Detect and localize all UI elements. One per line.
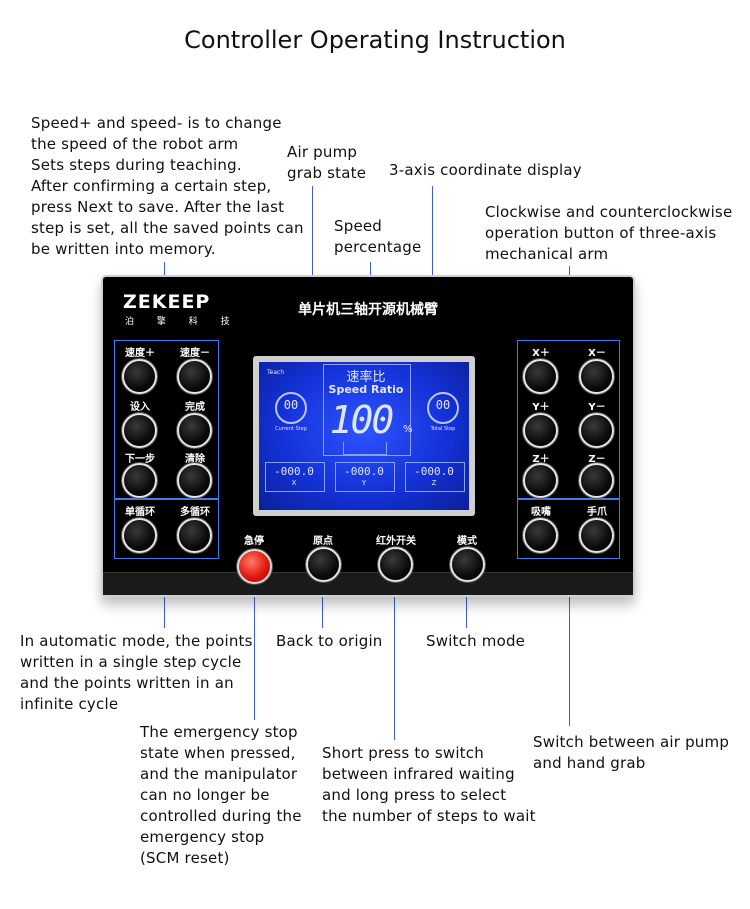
x-minus-label: X－ [588,348,606,359]
total-step-caption: Total Step [430,426,456,432]
speed-ratio-unit: % [403,424,413,435]
next-step-label: 下一步 [125,454,155,465]
done-button[interactable] [177,413,212,448]
origin-note: Back to origin [276,632,383,650]
emergency-leader-line [254,580,255,720]
switch-mode-note: Switch mode [426,632,526,650]
brand-logo: ZEKEEP [123,291,211,313]
next-step-button[interactable] [122,463,157,498]
emergency-stop-button[interactable] [237,549,272,584]
switch-mode-leader-line [466,582,467,628]
y-plus-label: Y＋ [532,402,550,413]
z-plus-button[interactable] [523,463,558,498]
lcd-screen: Teach 速率比 Speed Ratio 100 % 00 Current S… [259,362,469,510]
mode-button[interactable] [450,547,485,582]
air-pump-state-note: Air pump grab state [287,143,367,182]
page-title: Controller Operating Instruction [184,26,566,54]
suction-button[interactable] [523,518,558,553]
total-step-ring [427,392,459,424]
speed-down-label: 速度－ [180,348,210,359]
speed-ratio-box [323,364,411,456]
speed-up-label: 速度＋ [125,348,155,359]
pump-grab-note: Switch between air pump and hand grab [533,733,730,772]
pump-state-bracket [343,442,387,455]
set-button[interactable] [122,413,157,448]
speed-down-button[interactable] [177,359,212,394]
multi-cycle-label: 多循环 [180,507,210,518]
multi-cycle-button[interactable] [177,518,212,553]
z-plus-label: Z＋ [532,454,550,465]
speed-note: Speed+ and speed- is to change the speed… [31,114,304,258]
left-button-group: 速度＋ 速度－ 设入 完成 下一步 清除 [114,340,219,499]
panel-title: 单片机三轴开源机械臂 [298,302,438,318]
z-axis-label: Z [431,479,437,487]
current-step-caption: Current Step [275,426,307,432]
axis-display-note: 3-axis coordinate display [389,161,582,179]
origin-label: 原点 [313,536,333,547]
teach-indicator: Teach [267,369,285,376]
y-minus-button[interactable] [579,413,614,448]
x-axis-label: X [291,479,297,487]
cycle-button-group: 单循环 多循环 [114,499,219,559]
x-minus-button[interactable] [579,359,614,394]
suction-label: 吸嘴 [531,507,551,518]
origin-leader-line [322,582,323,628]
clear-label: 清除 [185,454,205,465]
y-axis-label: Y [361,479,367,487]
emergency-stop-label: 急停 [244,536,264,547]
y-coordinate: -000.0 [344,465,384,478]
speed-up-button[interactable] [122,359,157,394]
y-minus-label: Y－ [588,402,606,413]
x-coordinate: -000.0 [274,465,314,478]
infrared-note: Short press to switch between infrared w… [322,744,536,825]
current-step-value: 00 [283,398,299,412]
emergency-note: The emergency stop state when pressed, a… [140,723,302,867]
z-minus-label: Z－ [588,454,606,465]
speed-ratio-en: Speed Ratio [328,383,404,396]
origin-button[interactable] [306,547,341,582]
done-label: 完成 [185,402,205,413]
infrared-switch-label: 红外开关 [376,536,416,547]
gripper-button[interactable] [579,518,614,553]
clear-button[interactable] [177,463,212,498]
controller-panel: ZEKEEP 泊 擎 科 技 单片机三轴开源机械臂 速度＋ 速度－ 设入 完成 … [101,275,635,597]
total-step-value: 00 [435,398,451,412]
mode-label: 模式 [457,536,477,547]
x-plus-button[interactable] [523,359,558,394]
y-axis-box [335,462,395,492]
speed-ratio-value: 100 [329,398,395,442]
y-plus-button[interactable] [523,413,558,448]
x-plus-label: X＋ [532,348,550,359]
z-minus-button[interactable] [579,463,614,498]
brand-logo-subtitle: 泊 擎 科 技 [125,317,240,327]
grab-button-group: 吸嘴 手爪 [517,499,620,559]
single-cycle-button[interactable] [122,518,157,553]
pump-grab-leader-line [569,538,570,726]
panel-bottom-edge [103,572,633,595]
x-axis-box [265,462,325,492]
single-cycle-label: 单循环 [125,507,155,518]
z-axis-box [405,462,465,492]
clockwise-note: Clockwise and counterclockwise operation… [485,203,733,263]
speed-percentage-note: Speed percentage [334,217,422,256]
axis-button-group: X＋ X－ Y＋ Y－ Z＋ Z－ [517,340,620,499]
gripper-label: 手爪 [587,507,607,518]
z-coordinate: -000.0 [414,465,454,478]
auto-mode-note: In automatic mode, the points written in… [20,632,253,713]
set-label: 设入 [130,402,150,413]
current-step-ring [275,392,307,424]
infrared-switch-button[interactable] [378,547,413,582]
infrared-leader-line [394,582,395,740]
speed-ratio-cn: 速率比 [346,370,386,385]
lcd-bezel: Teach 速率比 Speed Ratio 100 % 00 Current S… [253,356,475,516]
